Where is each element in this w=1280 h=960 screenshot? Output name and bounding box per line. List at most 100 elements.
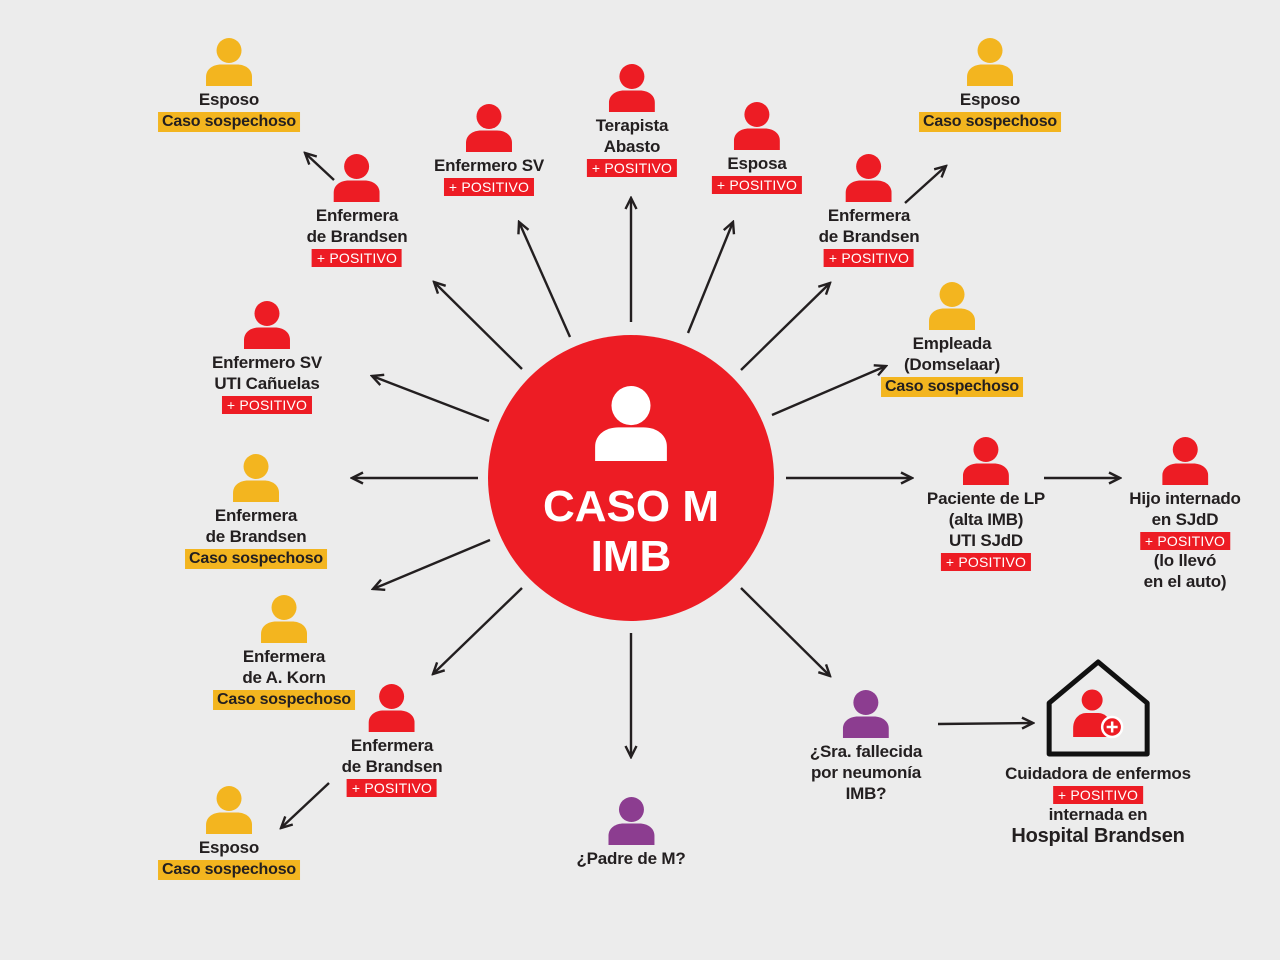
arrow-from-center: [771, 366, 886, 417]
person-icon: [369, 684, 415, 732]
arrow-from-center: [372, 376, 490, 423]
contact-name: de Brandsen: [306, 227, 408, 246]
hospital-house-icon: [1046, 659, 1150, 757]
contact-note: internada en: [1048, 805, 1148, 824]
person-icon: [244, 301, 290, 349]
contact-name: Enfermera: [827, 206, 911, 225]
contact-name: (Domselaar): [903, 355, 1001, 374]
contact-name: de A. Korn: [242, 668, 326, 687]
person-icon: [733, 102, 780, 150]
person-icon: [967, 38, 1013, 86]
status-badge: Caso sospechoso: [158, 112, 300, 132]
contact-empleada: Empleada (Domselaar) Caso sospechoso: [881, 282, 1023, 397]
contact-sra-fallecida: ¿Sra. fallecida por neumonía IMB?: [810, 690, 922, 804]
person-icon: [233, 454, 279, 502]
contact-esposo: Esposo Caso sospechoso: [158, 38, 300, 132]
contact-name: Esposa: [727, 154, 787, 173]
center-case-title: CASO M: [543, 482, 719, 531]
status-badge: + POSITIVO: [346, 779, 438, 797]
contact-note: (lo llevó: [1153, 551, 1217, 570]
contact-terapista-abasto: Terapista Abasto + POSITIVO: [586, 64, 678, 177]
center-case-label: CASO M IMB: [543, 482, 719, 582]
contact-note: en el auto): [1143, 572, 1227, 591]
contact-name: Terapista: [595, 116, 669, 135]
person-icon: [466, 104, 512, 152]
contact-enfermero-sv: Enfermero SV + POSITIVO: [434, 104, 544, 196]
contact-name: en SJdD: [1151, 510, 1219, 529]
arrow-from-center: [434, 282, 523, 370]
status-badge: Caso sospechoso: [158, 860, 300, 880]
arrow-from-center: [519, 222, 572, 338]
contact-esposo: Esposo Caso sospechoso: [158, 786, 300, 880]
person-icon: [607, 797, 654, 845]
arrow-from-center: [740, 587, 830, 676]
contact-name: Enfermera: [242, 647, 326, 666]
contact-name: Hijo internado: [1129, 489, 1241, 508]
status-badge: + POSITIVO: [1052, 786, 1144, 804]
status-badge: Caso sospechoso: [185, 549, 327, 569]
status-badge: + POSITIVO: [311, 249, 403, 267]
contact-name: Enfermera: [315, 206, 399, 225]
contact-name: Enfermera: [214, 506, 298, 525]
contact-name: Enfermera: [350, 736, 434, 755]
person-icon: [962, 437, 1009, 485]
contact-name: Cuidadora de enfermos: [1005, 764, 1191, 783]
contact-name: Abasto: [603, 137, 661, 156]
contact-name: Enfermero SV: [211, 353, 323, 372]
person-icon: [846, 154, 892, 202]
contact-name: por neumonía: [811, 763, 921, 782]
person-icon: [206, 38, 252, 86]
status-badge: + POSITIVO: [823, 249, 915, 267]
status-badge: + POSITIVO: [443, 178, 535, 196]
contact-esposa: Esposa + POSITIVO: [711, 102, 803, 194]
contact-name: Esposo: [959, 90, 1021, 109]
contact-cuidadora: Cuidadora de enfermos + POSITIVO interna…: [1005, 658, 1191, 847]
case-person-icon: [595, 386, 667, 461]
contact-enfermera-brandsen: Enfermera de Brandsen Caso sospechoso: [185, 454, 327, 569]
arrow-from-center: [373, 538, 491, 589]
arrow-from-center: [433, 587, 523, 674]
house-outline: [1046, 659, 1150, 757]
person-icon: [206, 786, 252, 834]
contact-name: Esposo: [198, 90, 260, 109]
contact-esposo: Esposo Caso sospechoso: [919, 38, 1061, 132]
contact-hijo-internado: Hijo internado en SJdD + POSITIVO (lo ll…: [1129, 437, 1241, 592]
status-badge: + POSITIVO: [1139, 532, 1231, 550]
status-badge: Caso sospechoso: [919, 112, 1061, 132]
contact-enfermera-brandsen: Enfermera de Brandsen + POSITIVO: [307, 154, 408, 267]
person-icon: [843, 690, 889, 738]
contact-name: de Brandsen: [205, 527, 307, 546]
contact-name: de Brandsen: [341, 757, 443, 776]
contact-name: ¿Padre de M?: [576, 849, 686, 868]
arrow-from-center: [740, 283, 830, 371]
status-badge: + POSITIVO: [221, 396, 313, 414]
contact-padre: ¿Padre de M?: [576, 797, 686, 869]
status-badge: + POSITIVO: [711, 176, 803, 194]
person-icon: [1161, 437, 1208, 485]
contact-enfermera-korn: Enfermera de A. Korn Caso sospechoso: [213, 595, 355, 710]
contact-name: UTI SJdD: [949, 531, 1023, 550]
contact-name: Esposo: [198, 838, 260, 857]
contact-name: Paciente de LP: [926, 489, 1046, 508]
contact-name: ¿Sra. fallecida: [809, 742, 923, 761]
person-icon: [261, 595, 307, 643]
contact-enfermero-sv-uti: Enfermero SV UTI Cañuelas + POSITIVO: [212, 301, 322, 414]
contact-name: UTI Cañuelas: [214, 374, 320, 393]
status-badge: + POSITIVO: [940, 553, 1032, 571]
status-badge: Caso sospechoso: [881, 377, 1023, 397]
contact-enfermera-brandsen: Enfermera de Brandsen + POSITIVO: [342, 684, 443, 797]
center-case-circle: [488, 335, 774, 621]
status-badge: + POSITIVO: [586, 159, 678, 177]
person-icon: [929, 282, 975, 330]
status-badge: Caso sospechoso: [213, 690, 355, 710]
person-icon: [334, 154, 380, 202]
contact-name: (alta IMB): [948, 510, 1024, 529]
contact-name: Enfermero SV: [433, 156, 545, 175]
contact-enfermera-brandsen: Enfermera de Brandsen + POSITIVO: [819, 154, 920, 267]
plus-circle-icon: [1100, 715, 1124, 739]
center-case-subtitle: IMB: [590, 532, 672, 581]
contact-name: IMB?: [845, 784, 887, 803]
contact-paciente-lp: Paciente de LP (alta IMB) UTI SJdD + POS…: [927, 437, 1045, 571]
hospital-name: Hospital Brandsen: [1011, 825, 1185, 847]
arrow-from-center: [686, 222, 733, 334]
